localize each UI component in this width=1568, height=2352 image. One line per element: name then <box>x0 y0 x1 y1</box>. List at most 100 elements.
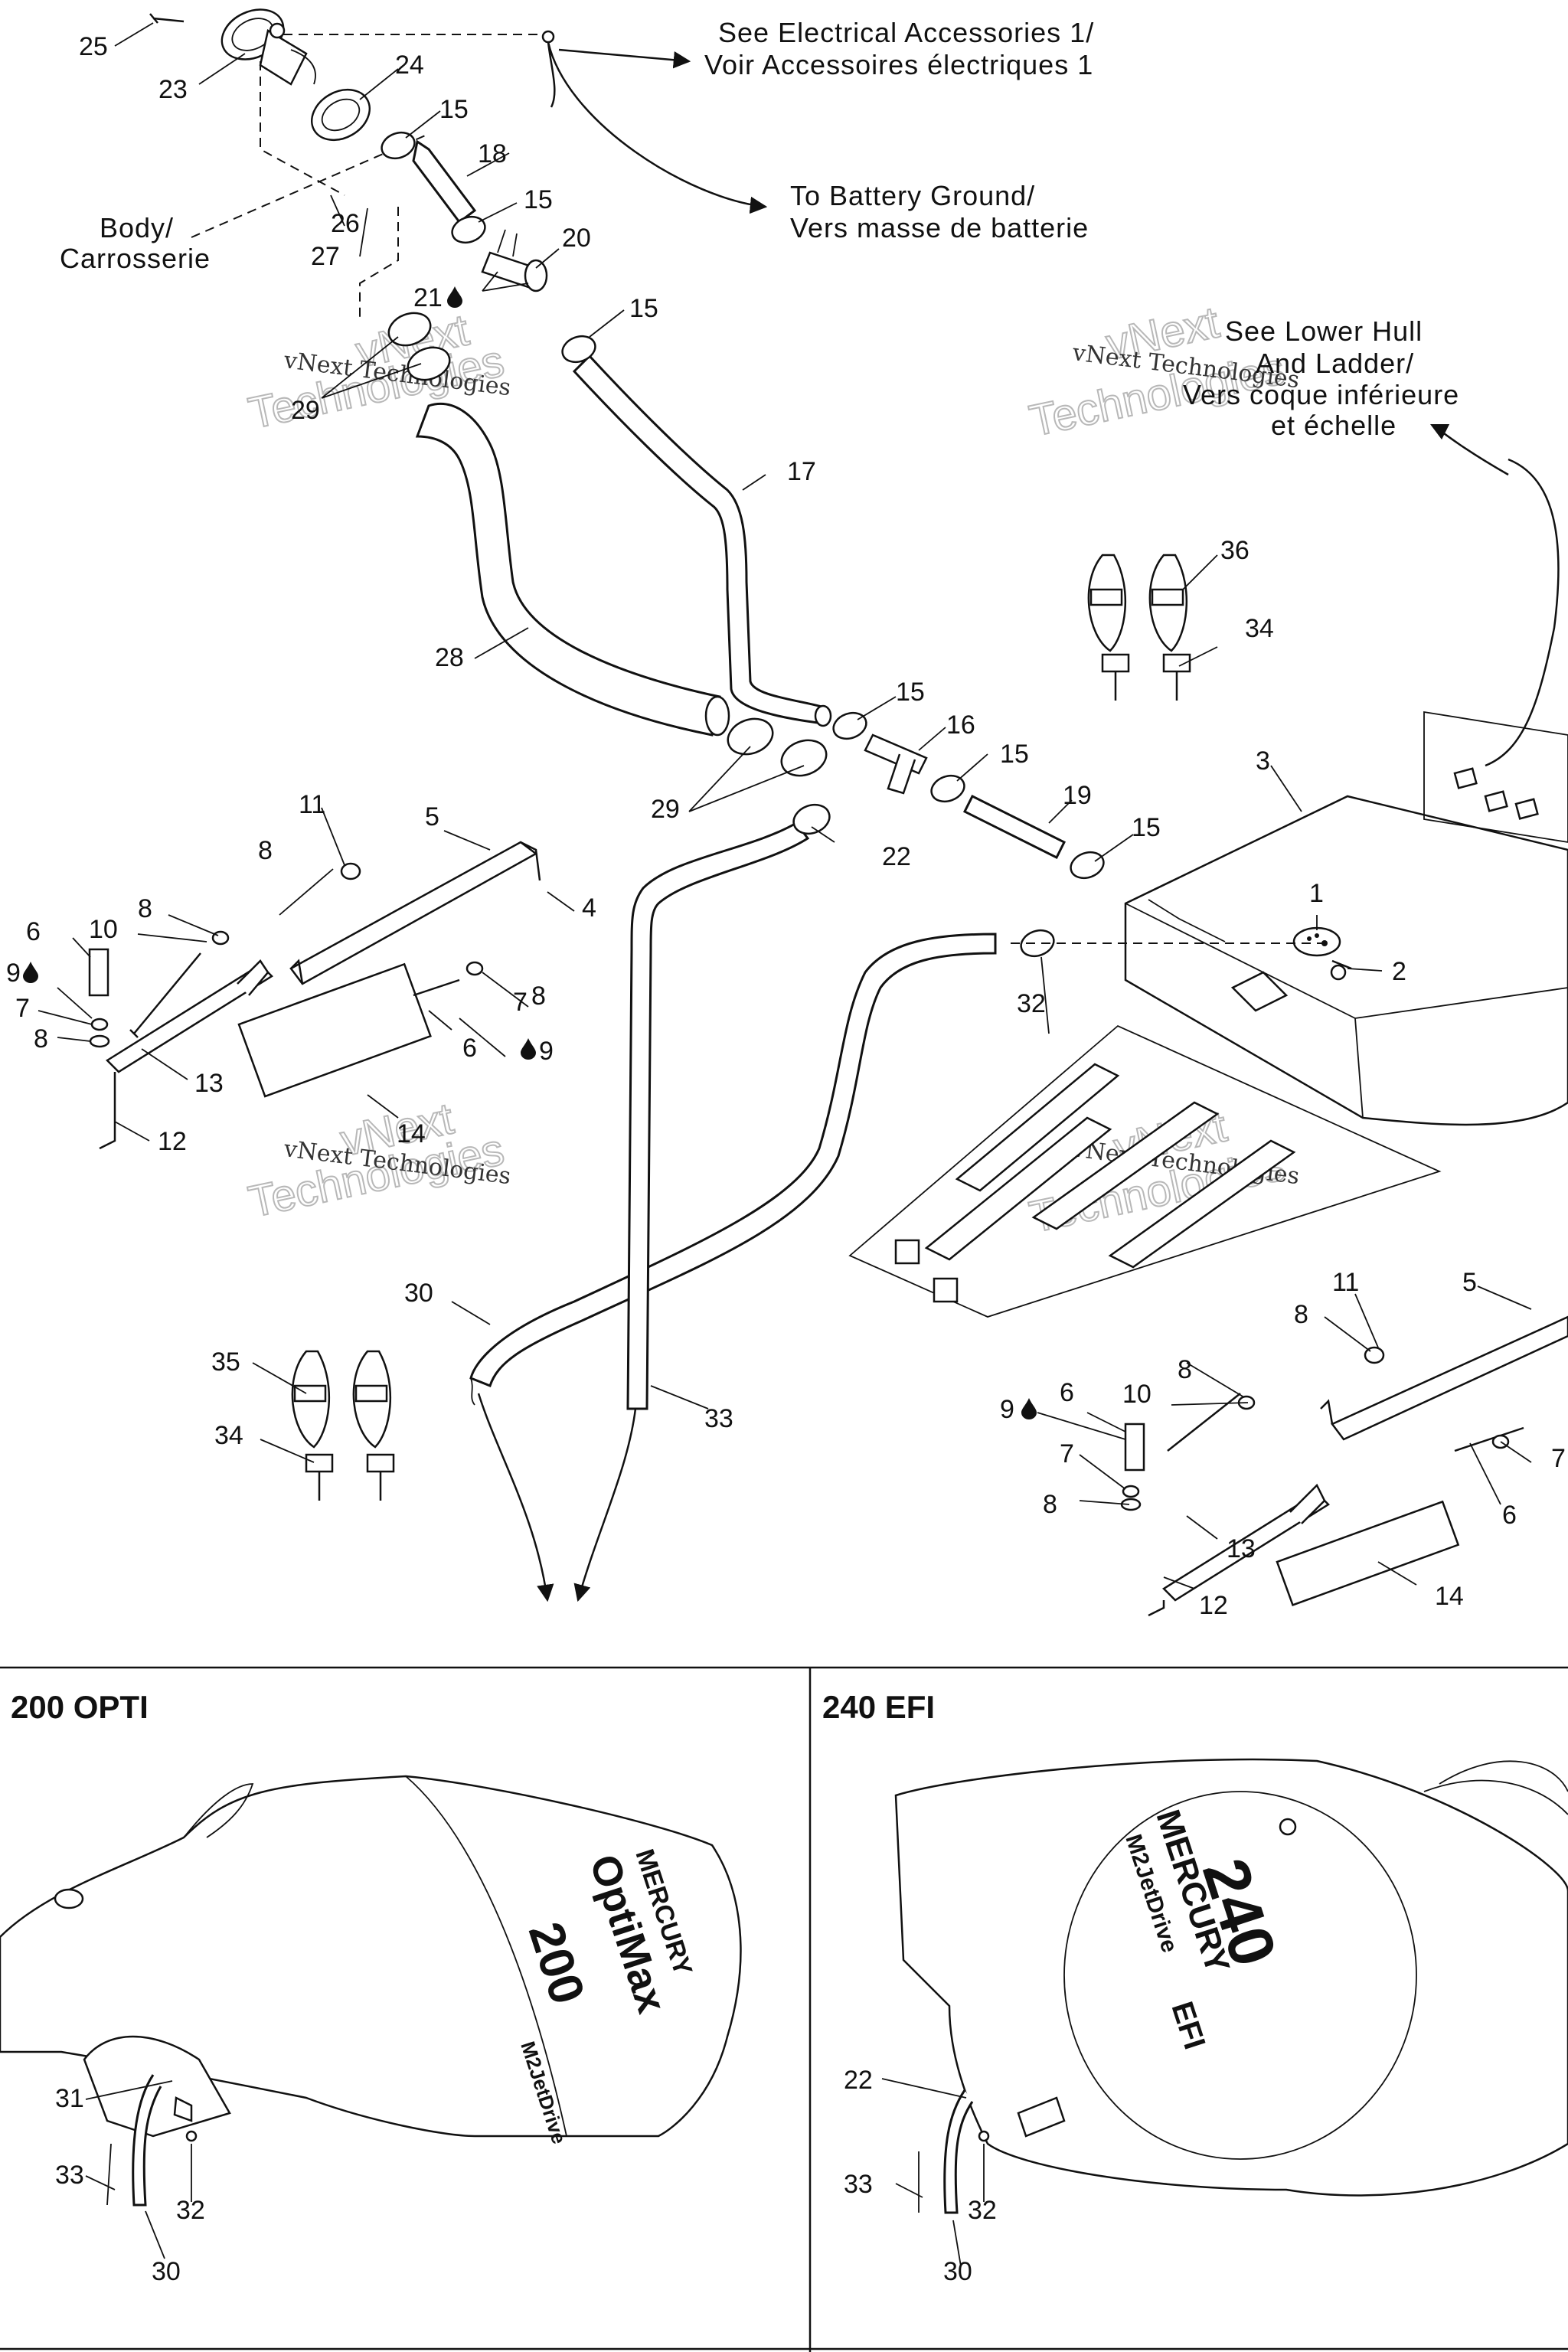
engine-240-efi: MERCURY M2JetDrive 240 EFI <box>894 1758 1568 2214</box>
note-body-line2: Carrosserie <box>60 243 211 274</box>
callout-21: 21 <box>413 283 443 312</box>
callout-3: 3 <box>1256 746 1270 776</box>
vent-fitting-20 <box>481 229 548 292</box>
callout-32: 32 <box>1017 989 1046 1018</box>
callout-32: 32 <box>968 2196 997 2225</box>
callout-7: 7 <box>513 988 528 1017</box>
callout-labels: 2 5 23 24 15 18 15 20 21 26 27 15 29 1 7 3… <box>6 32 1566 1620</box>
callout-15: 15 <box>1000 740 1029 769</box>
panel-title-200-opti: 200 OPTI <box>11 1689 149 1725</box>
callout-13: 13 <box>194 1069 224 1098</box>
callout-33: 33 <box>844 2170 873 2199</box>
fuel-drop-icon <box>1021 1398 1037 1419</box>
note-electrical-line2: Voir Accessoires électriques 1 <box>704 49 1093 80</box>
callout-15: 15 <box>1132 813 1161 842</box>
callout-31: 31 <box>55 2084 84 2113</box>
callout-8: 8 <box>1043 1490 1057 1519</box>
callout-5: 5 <box>425 802 439 831</box>
callout-22: 22 <box>882 842 911 871</box>
callout-8: 8 <box>258 836 273 865</box>
ground-wire <box>541 30 768 214</box>
hose-19 <box>962 794 1067 860</box>
callout-22: 22 <box>844 2066 873 2095</box>
leader-lines <box>38 22 1532 1589</box>
callout-18: 18 <box>478 139 507 168</box>
engine-240-callouts: 22 33 32 30 <box>844 2066 997 2286</box>
callout-33: 33 <box>704 1404 733 1433</box>
callout-35: 35 <box>211 1348 240 1377</box>
callout-9: 9 <box>539 1037 554 1066</box>
callout-8: 8 <box>34 1024 48 1054</box>
note-hull-line3: Vers coque inférieure <box>1183 379 1459 410</box>
callout-26: 26 <box>331 209 360 238</box>
callout-29: 29 <box>291 396 320 425</box>
engine-200-callouts: 31 33 32 30 <box>55 2080 205 2286</box>
callout-6: 6 <box>26 917 41 946</box>
callout-30: 30 <box>943 2257 972 2286</box>
engine-200-opti: MERCURY OptiMax 200 M2JetDrive <box>0 1775 742 2207</box>
callout-24: 24 <box>395 51 424 80</box>
callout-2: 2 <box>1392 957 1406 986</box>
fuel-drop-icon <box>23 962 38 983</box>
callout-6: 6 <box>462 1034 477 1063</box>
hose-28 <box>415 402 730 737</box>
callout-19: 19 <box>1063 781 1092 810</box>
callout-20: 20 <box>562 224 591 253</box>
tie-straps-bottom <box>291 1350 395 1501</box>
callout-8: 8 <box>1178 1355 1192 1384</box>
callout-5: 5 <box>1462 1268 1477 1297</box>
callout-16: 16 <box>946 710 975 740</box>
fuel-drop-icon <box>521 1038 536 1060</box>
tank-pads <box>848 1024 1442 1318</box>
note-hull-line4: et échelle <box>1271 410 1396 441</box>
note-hull-line1: See Lower Hull <box>1225 315 1423 347</box>
callout-8: 8 <box>531 982 546 1011</box>
callout-23: 23 <box>158 75 188 104</box>
hose-18 <box>412 139 477 224</box>
callout-7: 7 <box>1551 1444 1566 1473</box>
callout-9: 9 <box>6 959 21 988</box>
note-battery-line1: To Battery Ground/ <box>790 180 1035 211</box>
callout-34: 34 <box>1245 614 1274 643</box>
callout-13: 13 <box>1227 1534 1256 1563</box>
callout-12: 12 <box>1199 1591 1228 1620</box>
callout-11: 11 <box>299 790 325 819</box>
fuel-filler-assembly <box>149 8 371 142</box>
callout-15: 15 <box>439 95 469 124</box>
callout-30: 30 <box>404 1279 433 1308</box>
fuel-drop-icon <box>447 286 462 308</box>
callout-29: 29 <box>651 795 680 824</box>
t-fitting-16 <box>864 733 928 795</box>
callout-7: 7 <box>15 994 30 1023</box>
callout-10: 10 <box>89 915 118 944</box>
callout-6: 6 <box>1502 1501 1517 1530</box>
callout-15: 15 <box>629 294 658 323</box>
hull-bracket-panel <box>1423 710 1568 843</box>
tie-straps-top <box>1087 554 1191 701</box>
panel-title-240-efi: 240 EFI <box>822 1689 935 1725</box>
callout-8: 8 <box>138 894 152 923</box>
note-battery-line2: Vers masse de batterie <box>790 212 1089 243</box>
note-hull-line2: And Ladder/ <box>1256 348 1414 379</box>
bracket-assembly-left <box>88 841 541 1150</box>
callout-1: 1 <box>1309 879 1324 908</box>
callout-32: 32 <box>176 2196 205 2225</box>
callout-27: 27 <box>311 242 340 271</box>
callout-8: 8 <box>1294 1300 1308 1329</box>
callout-33: 33 <box>55 2161 84 2190</box>
callout-28: 28 <box>435 643 464 672</box>
callout-12: 12 <box>158 1127 187 1156</box>
hose-30 <box>469 933 997 1406</box>
callout-10: 10 <box>1122 1380 1152 1409</box>
callout-11: 11 <box>1332 1268 1359 1297</box>
callout-34: 34 <box>214 1421 243 1450</box>
callout-15: 15 <box>896 678 925 707</box>
note-body-line1: Body/ <box>100 212 174 243</box>
callout-36: 36 <box>1220 536 1250 565</box>
callout-4: 4 <box>582 893 596 923</box>
hose-17 <box>572 354 832 727</box>
callout-9: 9 <box>1000 1395 1014 1424</box>
callout-14: 14 <box>397 1119 426 1148</box>
hose-33 <box>626 822 810 1410</box>
